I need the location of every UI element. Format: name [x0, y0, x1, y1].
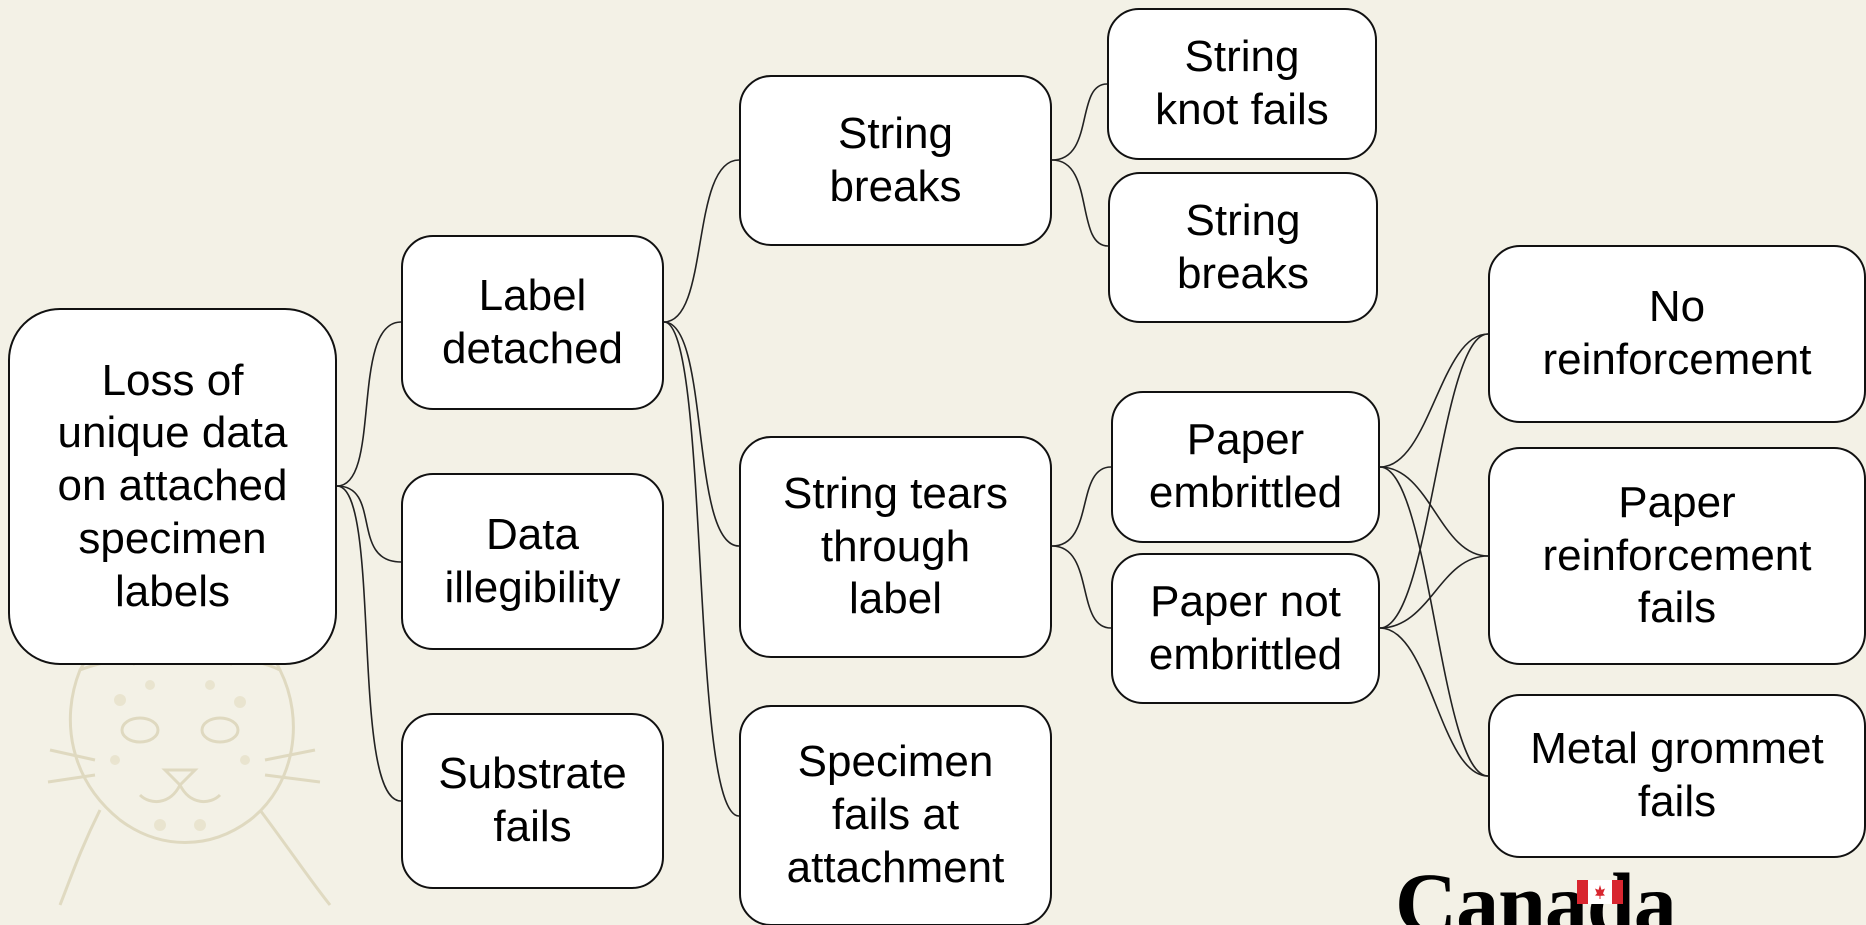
connector-root-label-detached: [336, 321, 402, 487]
connector-root-substrate-fails: [336, 485, 402, 802]
connector-label-detached-specimen-fails: [663, 321, 740, 817]
node-data-illegibility: Data illegibility: [401, 473, 664, 650]
connector-string-breaks-string-breaks: [1051, 159, 1109, 247]
node-no-reinforcement: No reinforcement: [1488, 245, 1866, 423]
node-substrate-fails: Substrate fails: [401, 713, 664, 889]
connector-not-embrittled-metal-grommet: [1379, 627, 1489, 777]
connector-string-tears-paper-embrittled: [1051, 466, 1112, 547]
connector-label-detached-string-breaks: [663, 159, 740, 323]
node-specimen-fails-at-attachment: Specimen fails at attachment: [739, 705, 1052, 925]
lynx-watermark-icon: [47, 614, 332, 906]
connector-string-breaks-knot-fails: [1051, 83, 1108, 161]
connector-embrittled-metal-grommet: [1379, 466, 1489, 777]
connector-embrittled-no-reinforcement: [1379, 333, 1489, 468]
connector-string-tears-paper-not-embrittled: [1051, 545, 1112, 629]
canada-wordmark-text: Canada: [1395, 855, 1677, 925]
node-paper-embrittled: Paper embrittled: [1111, 391, 1380, 543]
connector-root-data-illegibility: [336, 485, 402, 563]
node-paper-not-embrittled: Paper not embrittled: [1111, 553, 1380, 704]
connector-embrittled-paper-reinforcement: [1379, 466, 1489, 557]
node-label-detached: Label detached: [401, 235, 664, 410]
node-loss-of-unique-data: Loss of unique data on attached specimen…: [8, 308, 337, 665]
connector-not-embrittled-paper-reinforcement: [1379, 555, 1489, 629]
node-metal-grommet-fails: Metal grommet fails: [1488, 694, 1866, 858]
canada-flag-icon: [1577, 880, 1623, 904]
node-string-tears-through-label: String tears through label: [739, 436, 1052, 658]
node-paper-reinforcement-fails: Paper reinforcement fails: [1488, 447, 1866, 665]
connector-not-embrittled-no-reinforcement: [1379, 333, 1489, 629]
node-string-breaks-leaf: String breaks: [1108, 172, 1378, 323]
node-string-knot-fails: String knot fails: [1107, 8, 1377, 160]
canada-wordmark-logo: Canada: [1395, 860, 1677, 925]
node-string-breaks: String breaks: [739, 75, 1052, 246]
connector-label-detached-string-tears: [663, 321, 740, 547]
